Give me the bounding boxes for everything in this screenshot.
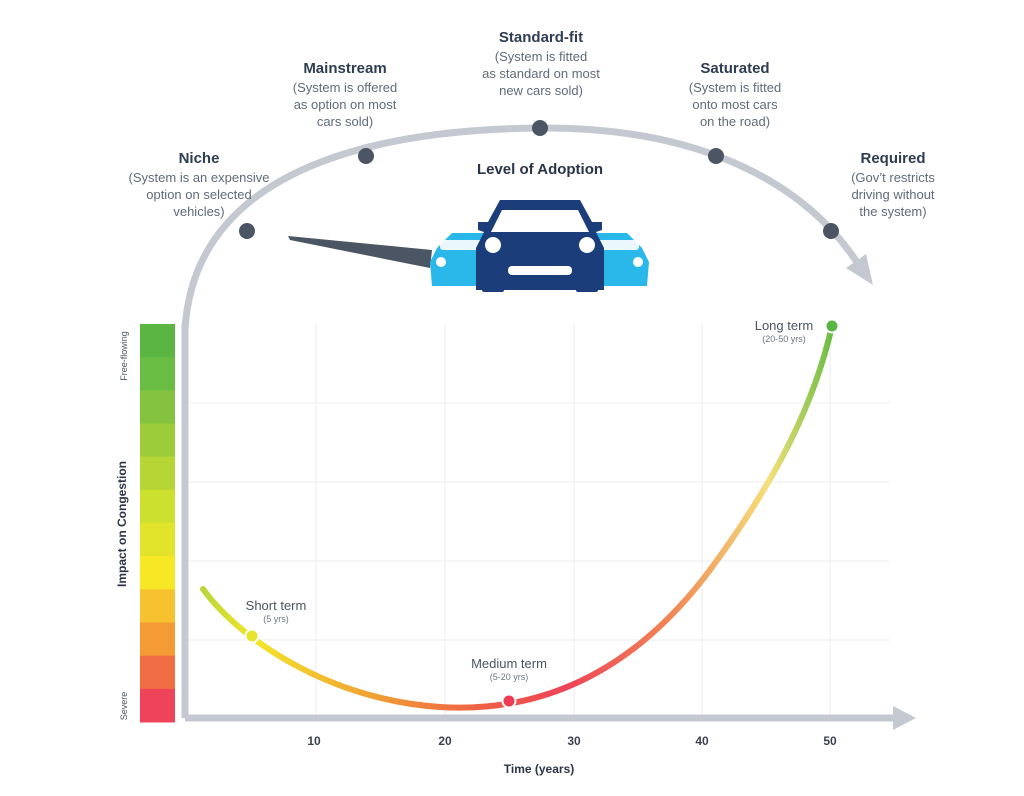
scale-block bbox=[140, 523, 175, 557]
y-axis-bottom-label: Severe bbox=[119, 691, 129, 721]
stage-dot-saturated bbox=[708, 148, 724, 164]
adoption-title: Level of Adoption bbox=[476, 161, 604, 178]
stage-dot-required bbox=[823, 223, 839, 239]
adoption-arc bbox=[181, 124, 866, 334]
phase-label-medium: Medium term (5-20 yrs) bbox=[471, 656, 547, 682]
x-tick-label: 50 bbox=[823, 734, 837, 748]
stage-dot-mainstream bbox=[358, 148, 374, 164]
long-term-marker bbox=[824, 318, 840, 334]
x-axis-title: Time (years) bbox=[503, 762, 575, 776]
scale-block bbox=[140, 688, 175, 723]
chart-grid bbox=[189, 324, 890, 716]
scale-block bbox=[140, 357, 175, 391]
scale-block bbox=[140, 489, 175, 524]
x-tick-label: 30 bbox=[567, 734, 581, 748]
congestion-curve bbox=[200, 323, 835, 711]
adoption-arc-arrow-icon bbox=[846, 254, 873, 285]
congestion-scale bbox=[140, 324, 175, 723]
scale-block bbox=[140, 324, 175, 358]
medium-term-marker bbox=[501, 693, 517, 709]
y-axis-top-label: Free-flowing bbox=[119, 331, 129, 381]
y-axis-title: Impact on Congestion bbox=[115, 461, 129, 587]
car-icon bbox=[430, 200, 649, 292]
x-tick-label: 20 bbox=[438, 734, 452, 748]
phase-label-short: Short term (5 yrs) bbox=[245, 598, 307, 624]
scale-block bbox=[140, 655, 175, 690]
phase-label-long: Long term (20-50 yrs) bbox=[754, 318, 814, 344]
x-tick-label: 10 bbox=[307, 734, 321, 748]
x-axis-arrow-icon bbox=[893, 706, 916, 730]
pointer-needle-icon bbox=[288, 236, 432, 268]
stage-dot-standard-fit bbox=[532, 120, 548, 136]
scale-block bbox=[140, 589, 175, 623]
scale-block bbox=[140, 622, 175, 657]
scale-block bbox=[140, 556, 175, 590]
scale-block bbox=[140, 390, 175, 424]
scale-block bbox=[140, 423, 175, 458]
short-term-marker bbox=[244, 628, 260, 644]
stage-dot-niche bbox=[239, 223, 255, 239]
scale-block bbox=[140, 456, 175, 491]
x-tick-label: 40 bbox=[695, 734, 709, 748]
